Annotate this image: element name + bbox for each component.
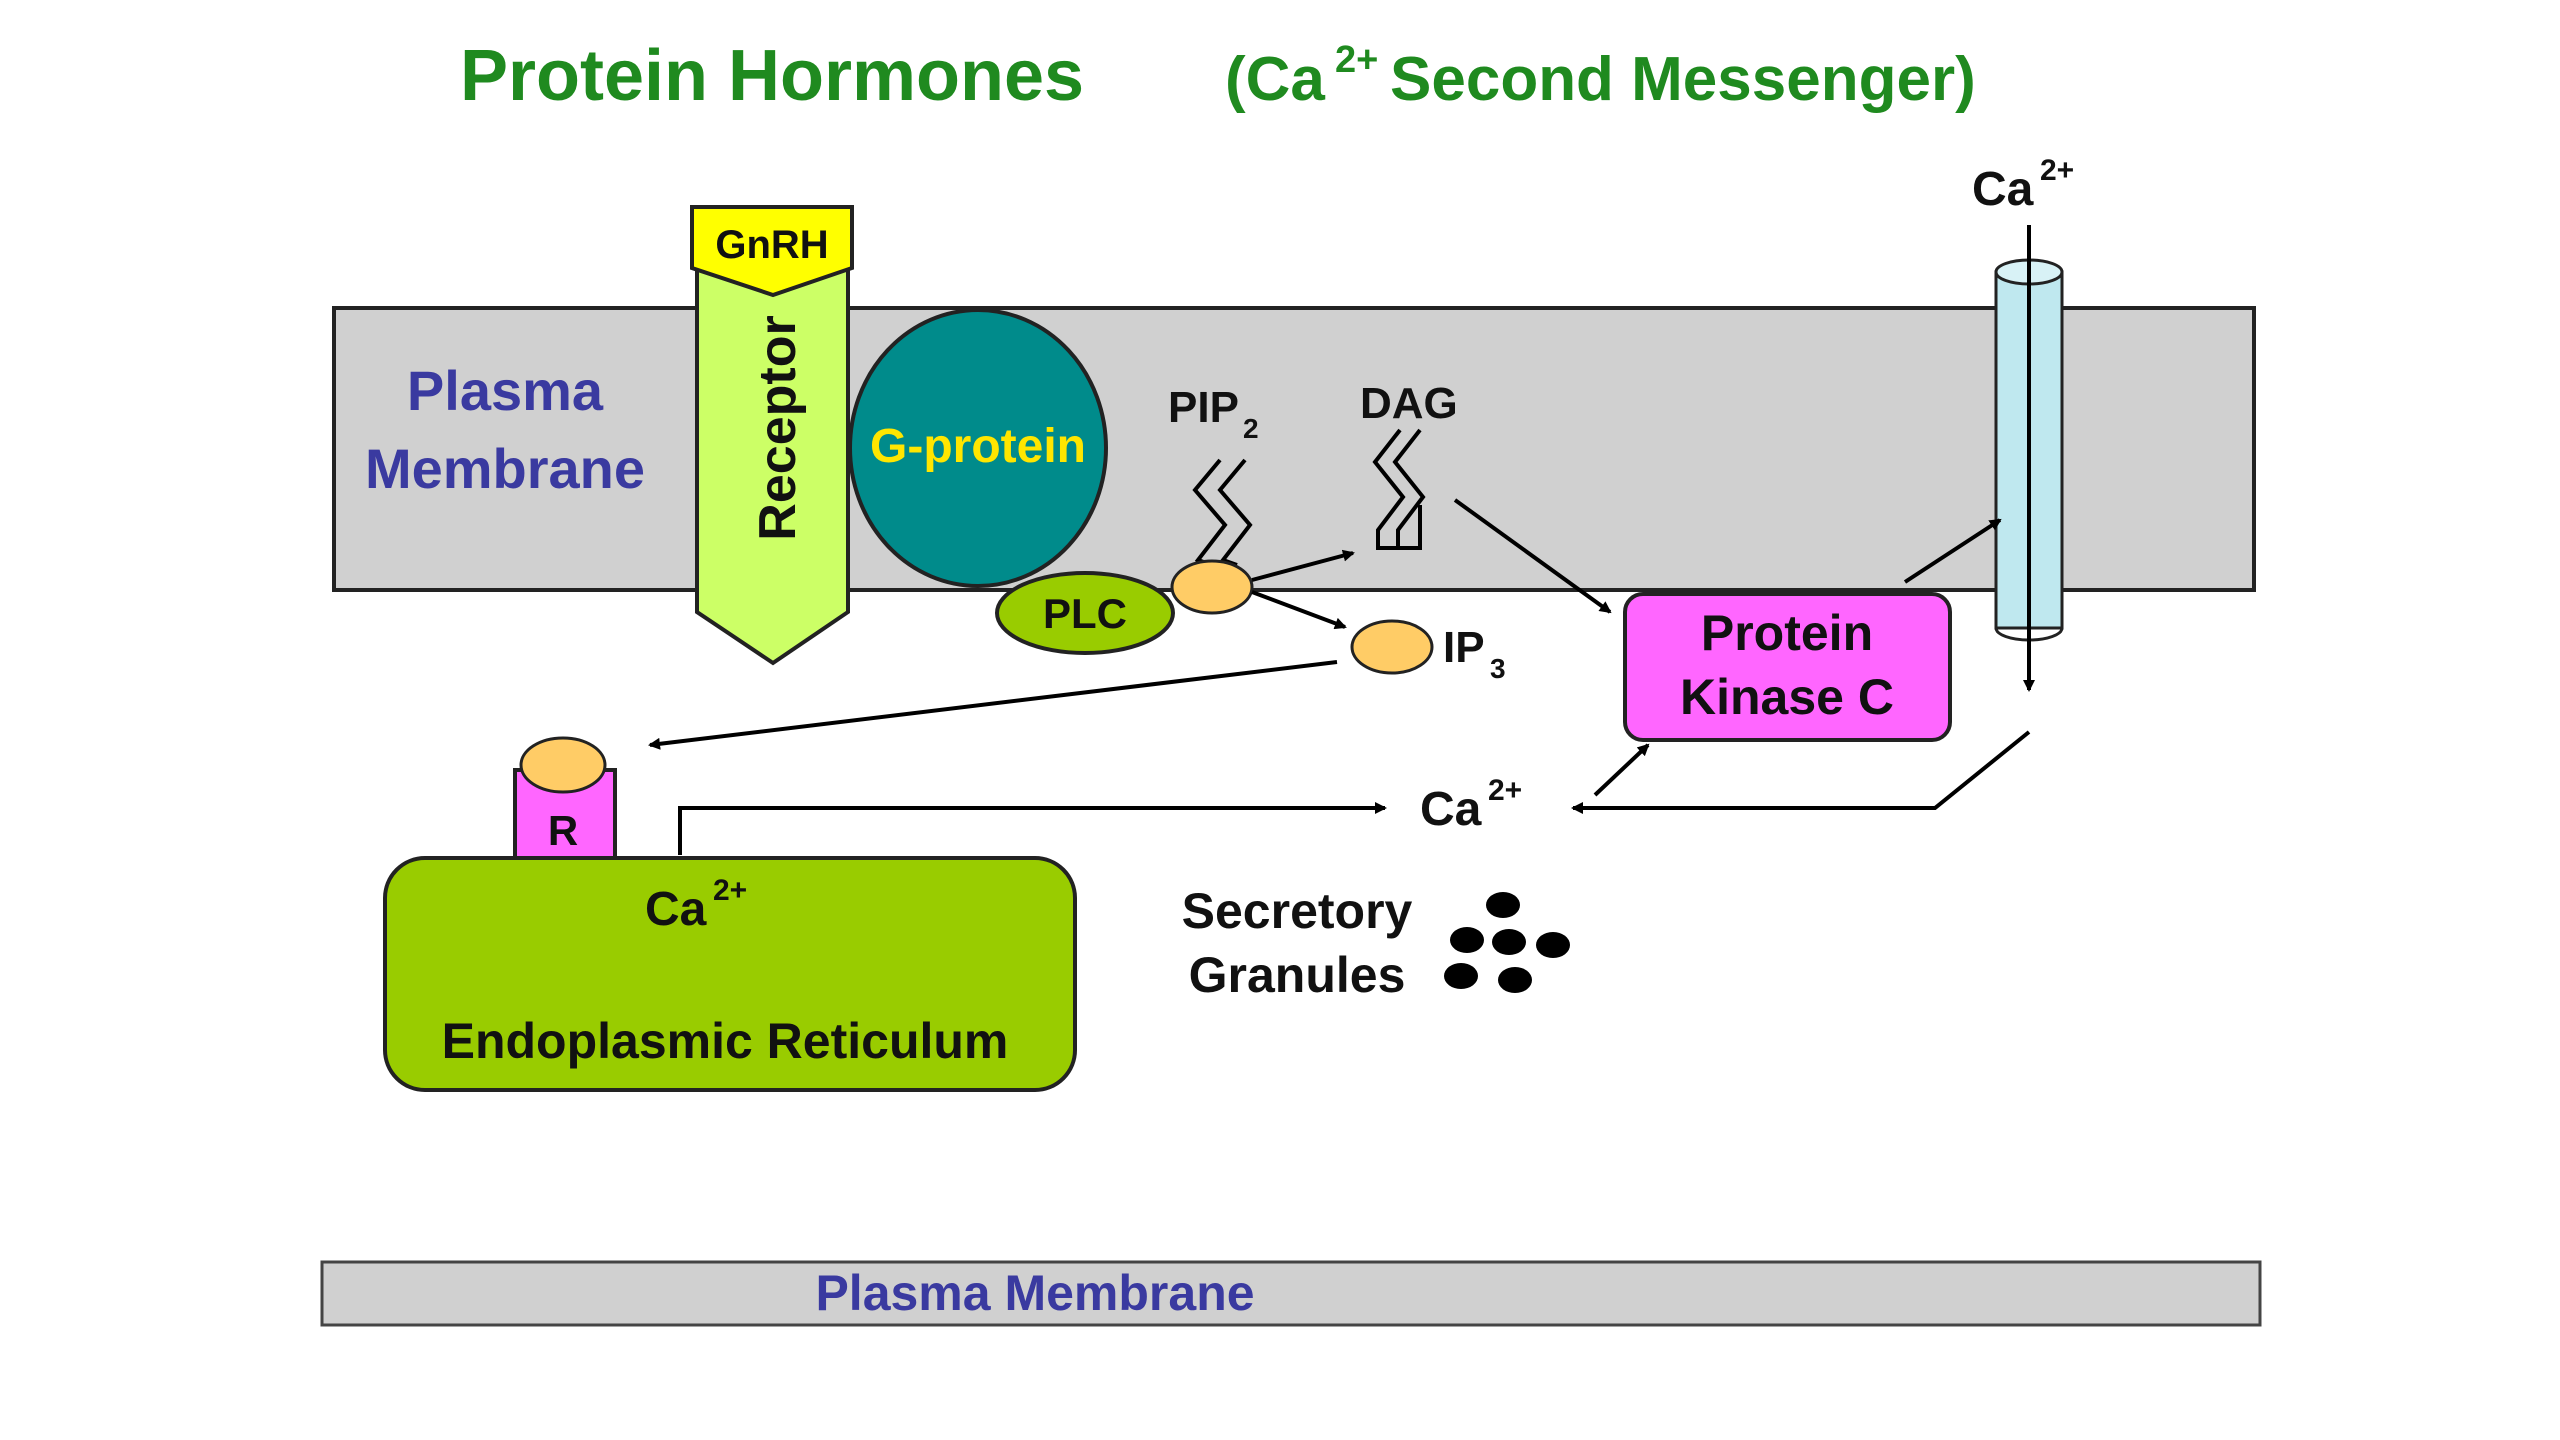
gnrh-hormone xyxy=(690,205,854,298)
ip3-label: IP xyxy=(1443,623,1485,672)
pip2: PIP 2 xyxy=(1168,383,1259,615)
granule-icon xyxy=(1492,929,1526,955)
arrow-icon xyxy=(1251,590,1347,630)
pip2-head xyxy=(1170,559,1254,615)
ip3-subscript: 3 xyxy=(1490,653,1506,684)
plc-enzyme xyxy=(995,571,1175,655)
ip3-molecule xyxy=(1350,619,1434,675)
er-receptor-ligand xyxy=(519,736,607,794)
dag: DAG xyxy=(1360,379,1458,550)
plc-label: PLC xyxy=(1043,590,1127,637)
calcium-er: Ca 2+ xyxy=(645,874,747,936)
arrow-icon xyxy=(1453,498,1612,614)
protein-kinase-c xyxy=(1623,592,1952,742)
gnrh-label: GnRH xyxy=(715,223,828,267)
title-paren-rest: Second Messenger) xyxy=(1390,45,1976,114)
arrow-icon xyxy=(1593,743,1650,797)
calcium-extracellular-label: Ca xyxy=(1972,163,2034,216)
er-label: Endoplasmic Reticulum xyxy=(442,1013,1009,1069)
title-superscript: 2+ xyxy=(1335,39,1378,81)
receptor: GnRH Receptor xyxy=(690,205,854,666)
granule-icon xyxy=(1444,963,1478,989)
calcium-cytosolic: Ca 2+ xyxy=(1420,774,1522,836)
secretory-granules xyxy=(1444,892,1570,993)
pip2-subscript: 2 xyxy=(1243,413,1259,444)
ip3: IP 3 xyxy=(1350,619,1506,684)
g-protein-label: G-protein xyxy=(870,420,1086,473)
arrow-icon xyxy=(678,802,1387,855)
calcium-er-label: Ca xyxy=(645,883,707,936)
title: Protein Hormones (Ca 2+ Second Messenger… xyxy=(460,36,1976,116)
receptor-label: Receptor xyxy=(749,315,807,540)
g-protein xyxy=(848,308,1108,588)
calcium-extracellular-superscript: 2+ xyxy=(2040,154,2074,187)
plasma-membrane-label-line1: Plasma xyxy=(407,359,604,422)
granules-label-line2: Granules xyxy=(1189,947,1406,1003)
arrow-icon xyxy=(1903,518,2002,584)
er-receptor-label: R xyxy=(548,807,578,854)
plasma-membrane-top xyxy=(332,306,2256,592)
title-main: Protein Hormones xyxy=(460,36,1084,116)
granule-icon xyxy=(1498,967,1532,993)
granule-icon xyxy=(1450,927,1484,953)
pkc-label-line1: Protein xyxy=(1701,605,1873,661)
pkc-label-line2: Kinase C xyxy=(1680,669,1894,725)
granule-icon xyxy=(1536,932,1570,958)
calcium-cytosolic-superscript: 2+ xyxy=(1488,774,1522,807)
calcium-er-superscript: 2+ xyxy=(713,874,747,907)
arrow-icon xyxy=(1251,549,1355,582)
plasma-membrane-bottom-label: Plasma Membrane xyxy=(815,1265,1254,1321)
arrow-icon xyxy=(1571,730,2031,814)
arrow-icon xyxy=(648,660,1338,750)
title-paren-open: (Ca xyxy=(1225,45,1325,114)
endoplasmic-reticulum xyxy=(383,856,1077,1092)
granules-label-line1: Secretory xyxy=(1182,883,1413,939)
pathway-arrows xyxy=(648,225,2035,855)
dag-label: DAG xyxy=(1360,379,1458,428)
plasma-membrane-label-line2: Membrane xyxy=(365,437,645,500)
lipid-tail-icon xyxy=(1372,428,1426,550)
calcium-cytosolic-label: Ca xyxy=(1420,783,1482,836)
granule-icon xyxy=(1486,892,1520,918)
plasma-membrane-bottom xyxy=(320,1260,2262,1327)
calcium-extracellular: Ca 2+ xyxy=(1972,154,2074,216)
pip2-label: PIP xyxy=(1168,383,1239,432)
